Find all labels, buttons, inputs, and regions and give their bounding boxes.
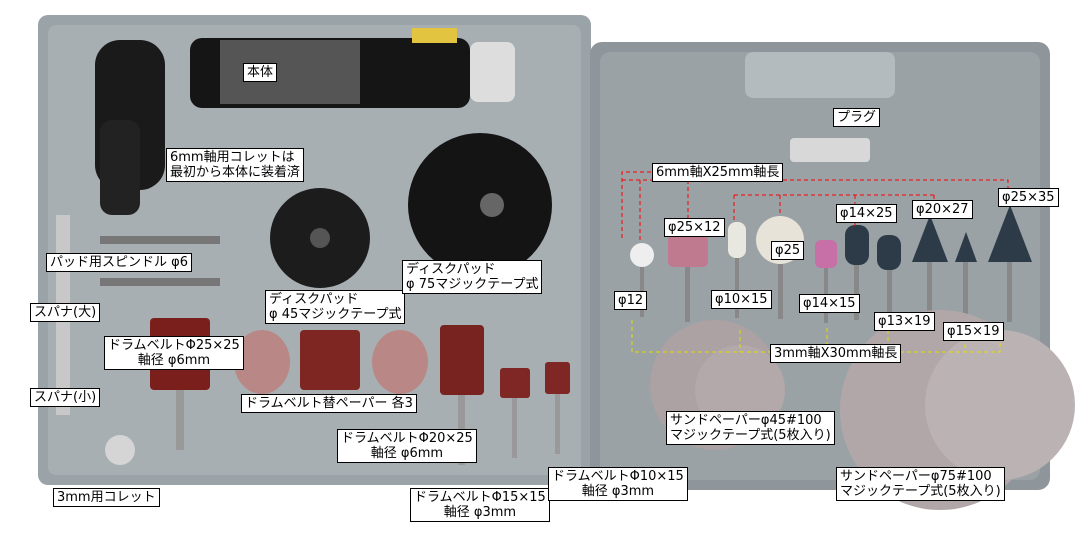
- label-drum-25: ドラムベルトΦ25×25 軸径 φ6mm: [104, 336, 244, 370]
- label-disc-pad-75-line1: ディスクパッド: [406, 262, 496, 277]
- label-sandpaper-45-line2: マジックテープ式(5枚入り): [670, 428, 831, 443]
- label-collet-6mm-line2: 最初から本体に装着済: [170, 165, 301, 180]
- label-drum-15-line2: 軸径 φ3mm: [443, 505, 517, 520]
- label-p20x27: φ20×27: [912, 200, 973, 219]
- label-spindle: パッド用スピンドル φ6: [46, 253, 192, 272]
- label-drum-10-line1: ドラムベルトΦ10×15: [552, 469, 684, 484]
- label-sandpaper-75-line1: サンドペーパーφ75#100: [840, 469, 992, 484]
- label-shaft-6mm: 6mm軸X25mm軸長: [652, 163, 784, 182]
- label-p13x19: φ13×19: [874, 312, 935, 331]
- label-wrench-small: スパナ(小): [30, 388, 101, 407]
- label-p15x19: φ15×19: [943, 322, 1004, 341]
- drum-15: [500, 368, 530, 398]
- plug: [790, 138, 870, 162]
- label-drum-15-line1: ドラムベルトΦ15×15: [414, 490, 546, 505]
- label-p25x35: φ25×35: [998, 188, 1059, 207]
- label-sandpaper-45: サンドペーパーφ45#100 マジックテープ式(5枚入り): [666, 411, 835, 445]
- label-disc-pad-45: ディスクパッド φ 45マジックテープ式: [265, 290, 406, 324]
- drum-10: [545, 362, 570, 394]
- label-p12: φ12: [614, 291, 648, 310]
- label-wrench-large: スパナ(大): [30, 303, 101, 322]
- label-sandpaper-45-line1: サンドペーパーφ45#100: [670, 413, 822, 428]
- spindle: [100, 236, 220, 244]
- label-collet-6mm-line1: 6mm軸用コレットは: [170, 150, 295, 165]
- label-replacement-paper: ドラムベルト替ペーパー 各3: [241, 394, 417, 413]
- label-p25x12: φ25×12: [664, 218, 725, 237]
- label-plug: プラグ: [833, 108, 881, 127]
- label-p14x25: φ14×25: [836, 204, 897, 223]
- label-drum-25-line2: 軸径 φ6mm: [137, 353, 211, 368]
- label-disc-pad-45-line1: ディスクパッド: [269, 292, 359, 307]
- label-drum-20-line1: ドラムベルトΦ20×25: [341, 431, 473, 446]
- label-p25: φ25: [771, 241, 805, 260]
- label-drum-20: ドラムベルトΦ20×25 軸径 φ6mm: [337, 429, 477, 463]
- label-shaft-3mm: 3mm軸X30mm軸長: [770, 344, 902, 363]
- label-collet-3mm: 3mm用コレット: [53, 488, 160, 507]
- drum-20: [440, 325, 484, 395]
- label-collet-6mm: 6mm軸用コレットは 最初から本体に装着済: [166, 148, 305, 182]
- label-disc-pad-45-line2: φ 45マジックテープ式: [269, 307, 402, 322]
- label-body: 本体: [243, 63, 278, 82]
- label-disc-pad-75-line2: φ 75マジックテープ式: [406, 277, 539, 292]
- label-drum-15: ドラムベルトΦ15×15 軸径 φ3mm: [410, 488, 550, 522]
- label-disc-pad-75: ディスクパッド φ 75マジックテープ式: [402, 260, 543, 294]
- label-drum-10: ドラムベルトΦ10×15 軸径 φ3mm: [548, 467, 688, 501]
- label-p14x15: φ14×15: [799, 294, 860, 313]
- label-sandpaper-75-line2: マジックテープ式(5枚入り): [840, 484, 1001, 499]
- label-drum-20-line2: 軸径 φ6mm: [370, 446, 444, 461]
- label-drum-10-line2: 軸径 φ3mm: [581, 484, 655, 499]
- label-drum-25-line1: ドラムベルトΦ25×25: [108, 338, 240, 353]
- collet-3mm: [105, 435, 135, 465]
- label-sandpaper-75: サンドペーパーφ75#100 マジックテープ式(5枚入り): [836, 467, 1005, 501]
- replacement-papers: [234, 330, 290, 394]
- label-p10x15: φ10×15: [711, 290, 772, 309]
